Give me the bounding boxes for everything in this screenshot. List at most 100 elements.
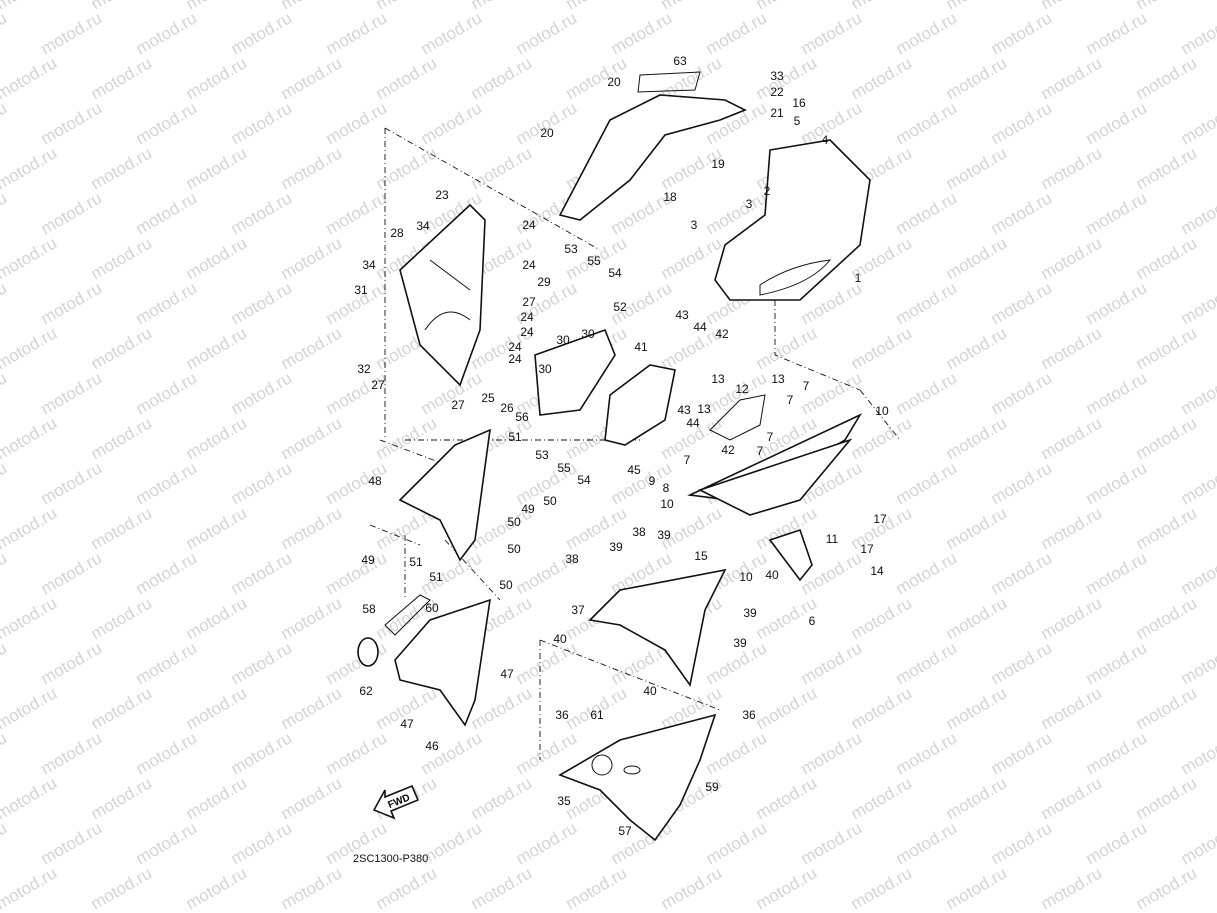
watermark-text: motod.ru	[943, 323, 1011, 373]
watermark-text: motod.ru	[468, 863, 536, 913]
watermark-text: motod.ru	[658, 233, 726, 283]
part-callout-number: 24	[522, 218, 536, 232]
part-callout-number: 55	[587, 254, 601, 268]
part-callout-number: 8	[663, 481, 670, 495]
part-callout-number: 30	[538, 362, 552, 376]
part-callout-number: 34	[362, 258, 376, 272]
watermark-text: motod.ru	[278, 593, 346, 643]
watermark-text: motod.ru	[1178, 458, 1217, 508]
watermark-text: motod.ru	[563, 0, 631, 13]
watermark-text: motod.ru	[1133, 593, 1201, 643]
watermark-text: motod.ru	[38, 638, 106, 688]
part-callout-number: 53	[564, 242, 578, 256]
part-callout-number: 50	[507, 515, 521, 529]
part-callout-number: 39	[743, 606, 757, 620]
watermark-text: motod.ru	[0, 278, 10, 328]
watermark-text: motod.ru	[0, 188, 10, 238]
watermark-text: motod.ru	[1133, 863, 1201, 913]
watermark-text: motod.ru	[1133, 143, 1201, 193]
watermark-text: motod.ru	[798, 638, 866, 688]
watermark-text: motod.ru	[468, 0, 536, 13]
watermark-text: motod.ru	[38, 458, 106, 508]
watermark-text: motod.ru	[798, 908, 866, 913]
watermark-text: motod.ru	[893, 8, 961, 58]
watermark-text: motod.ru	[183, 0, 251, 13]
watermark-text: motod.ru	[1178, 368, 1217, 418]
watermark-text: motod.ru	[988, 368, 1056, 418]
watermark-text: motod.ru	[0, 8, 10, 58]
part-callout-number: 40	[643, 684, 657, 698]
watermark-text: motod.ru	[183, 53, 251, 103]
watermark-text: motod.ru	[323, 908, 391, 913]
part-callout-number: 51	[429, 570, 443, 584]
part-callout-number: 18	[663, 190, 677, 204]
part-callout-number: 27	[371, 378, 385, 392]
part-callout-number: 55	[557, 461, 571, 475]
watermark-text: motod.ru	[0, 728, 10, 778]
watermark-text: motod.ru	[0, 368, 10, 418]
watermark-text: motod.ru	[1178, 638, 1217, 688]
part-front-cowl	[714, 139, 871, 301]
watermark-text: motod.ru	[228, 818, 296, 868]
part-callout-number: 42	[715, 327, 729, 341]
watermark-text: motod.ru	[133, 98, 201, 148]
watermark-text: motod.ru	[513, 818, 581, 868]
watermark-text: motod.ru	[183, 773, 251, 823]
watermark-text: motod.ru	[278, 773, 346, 823]
part-callout-number: 35	[557, 794, 571, 808]
part-callout-number: 17	[873, 512, 887, 526]
part-callout-number: 47	[500, 667, 514, 681]
watermark-text: motod.ru	[1038, 413, 1106, 463]
watermark-text: motod.ru	[893, 728, 961, 778]
watermark-text: motod.ru	[0, 233, 60, 283]
part-bracket-41	[604, 364, 676, 446]
watermark-text: motod.ru	[848, 593, 916, 643]
watermark-text: motod.ru	[88, 593, 156, 643]
watermark-text: motod.ru	[703, 8, 771, 58]
watermark-text: motod.ru	[848, 413, 916, 463]
watermark-text: motod.ru	[278, 683, 346, 733]
watermark-text: motod.ru	[373, 143, 441, 193]
part-callout-number: 44	[686, 416, 700, 430]
watermark-text: motod.ru	[278, 503, 346, 553]
part-callout-number: 33	[770, 69, 784, 83]
watermark-text: motod.ru	[133, 908, 201, 913]
part-bottom-cover	[558, 713, 717, 842]
part-callout-number: 7	[767, 430, 774, 444]
watermark-text: motod.ru	[1133, 323, 1201, 373]
part-callout-number: 46	[425, 739, 439, 753]
part-callout-number: 10	[875, 404, 889, 418]
watermark-text: motod.ru	[1133, 0, 1201, 13]
watermark-text: motod.ru	[893, 638, 961, 688]
watermark-text: motod.ru	[703, 908, 771, 913]
part-callout-number: 17	[860, 542, 874, 556]
part-callout-number: 27	[522, 295, 536, 309]
part-inner-panel-left	[399, 203, 486, 387]
part-bracket-52	[534, 328, 616, 416]
watermark-text: motod.ru	[753, 0, 821, 13]
watermark-text: motod.ru	[0, 818, 10, 868]
part-callout-number: 20	[607, 75, 621, 89]
watermark-text: motod.ru	[0, 548, 10, 598]
watermark-text: motod.ru	[1083, 728, 1151, 778]
watermark-text: motod.ru	[0, 638, 10, 688]
watermark-text: motod.ru	[183, 683, 251, 733]
part-callout-number: 9	[649, 474, 656, 488]
watermark-text: motod.ru	[1083, 278, 1151, 328]
watermark-text: motod.ru	[418, 8, 486, 58]
watermark-text: motod.ru	[133, 548, 201, 598]
watermark-text: motod.ru	[278, 323, 346, 373]
watermark-text: motod.ru	[848, 323, 916, 373]
part-callout-number: 7	[757, 444, 764, 458]
watermark-text: motod.ru	[133, 368, 201, 418]
part-callout-number: 63	[673, 54, 687, 68]
watermark-text: motod.ru	[0, 503, 60, 553]
watermark-text: motod.ru	[38, 8, 106, 58]
part-callout-number: 61	[590, 708, 604, 722]
watermark-text: motod.ru	[38, 818, 106, 868]
watermark-text: motod.ru	[183, 323, 251, 373]
watermark-text: motod.ru	[753, 53, 821, 103]
watermark-text: motod.ru	[468, 143, 536, 193]
watermark-text: motod.ru	[753, 323, 821, 373]
